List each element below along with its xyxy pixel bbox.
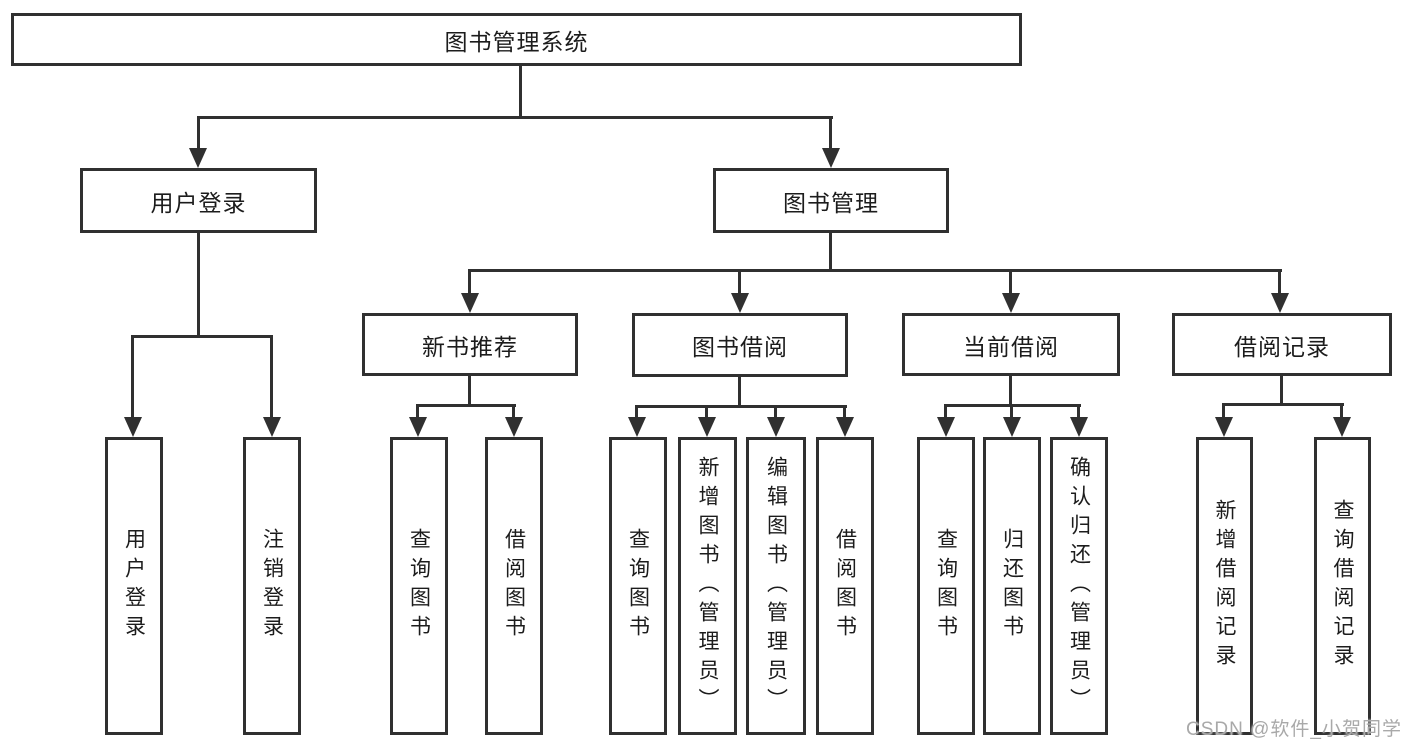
connector-userlogin-stem <box>197 233 200 337</box>
leaf-borrow-books: 借阅图书 <box>816 437 874 735</box>
node-label: 新增图书（管理员） <box>696 455 719 717</box>
connector-borrowrecords-stem <box>1280 376 1283 406</box>
arrow-down-icon <box>731 293 749 313</box>
connector-drop <box>512 404 515 419</box>
node-label: 确认归还（管理员） <box>1067 455 1091 717</box>
node-label: 借阅图书 <box>502 528 526 644</box>
node-current-borrow: 当前借阅 <box>902 313 1120 376</box>
arrow-down-icon <box>822 148 840 168</box>
node-user-login: 用户登录 <box>80 168 317 233</box>
node-label: 用户登录 <box>150 189 247 216</box>
node-new-book-recommend: 新书推荐 <box>362 313 578 376</box>
connector-userlogin-rail <box>131 335 273 338</box>
node-label: 归还图书 <box>1000 528 1024 644</box>
connector-drop <box>635 405 638 419</box>
connector-drop <box>1340 403 1343 419</box>
connector-drop-current-borrow <box>1009 269 1012 295</box>
arrow-down-icon <box>1003 417 1021 437</box>
connector-drop-book-mgmt <box>829 118 832 150</box>
leaf-add-borrow-record: 新增借阅记录 <box>1196 437 1253 735</box>
connector-newbooks-stem <box>468 376 471 407</box>
leaf-borrow-books-recommend: 借阅图书 <box>485 437 543 735</box>
connector-bookborrow-stem <box>738 377 741 408</box>
node-library-system: 图书管理系统 <box>11 13 1022 66</box>
leaf-user-login: 用户登录 <box>105 437 163 735</box>
leaf-query-books-recommend: 查询图书 <box>390 437 448 735</box>
node-label: 借阅图书 <box>833 528 857 644</box>
node-label: 图书管理系统 <box>444 28 589 55</box>
node-borrow-records: 借阅记录 <box>1172 313 1392 376</box>
connector-bookborrow-rail <box>635 405 847 408</box>
connector-drop-user-login <box>197 118 200 150</box>
leaf-query-books-current: 查询图书 <box>917 437 975 735</box>
connector-drop-borrow-records <box>1278 269 1281 295</box>
arrow-down-icon <box>836 417 854 437</box>
arrow-down-icon <box>1333 417 1351 437</box>
node-label: 新增借阅记录 <box>1213 499 1236 673</box>
connector-bookmgmt-rail <box>468 269 1282 272</box>
leaf-query-borrow-record: 查询借阅记录 <box>1314 437 1371 735</box>
arrow-down-icon <box>189 148 207 168</box>
node-label: 注销登录 <box>260 528 284 644</box>
node-label: 查询借阅记录 <box>1331 499 1354 673</box>
leaf-edit-books-admin: 编辑图书（管理员） <box>746 437 806 735</box>
connector-drop-leaf-login <box>131 335 134 419</box>
arrow-down-icon <box>461 293 479 313</box>
connector-drop <box>1010 404 1013 419</box>
arrow-down-icon <box>124 417 142 437</box>
leaf-add-books-admin: 新增图书（管理员） <box>678 437 737 735</box>
node-book-management: 图书管理 <box>713 168 949 233</box>
node-label: 当前借阅 <box>963 333 1059 360</box>
connector-drop-book-borrow <box>738 269 741 295</box>
connector-newbooks-rail <box>416 404 516 407</box>
connector-root-stem <box>519 66 522 118</box>
arrow-down-icon <box>698 417 716 437</box>
connector-root-rail <box>197 116 833 119</box>
node-label: 借阅记录 <box>1234 333 1330 360</box>
connector-currentborrow-stem <box>1009 376 1012 407</box>
node-book-borrow: 图书借阅 <box>632 313 848 377</box>
arrow-down-icon <box>767 417 785 437</box>
arrow-down-icon <box>1070 417 1088 437</box>
connector-borrowrecords-rail <box>1222 403 1344 406</box>
leaf-logout: 注销登录 <box>243 437 301 735</box>
arrow-down-icon <box>263 417 281 437</box>
node-label: 查询图书 <box>934 528 958 644</box>
node-label: 查询图书 <box>407 528 431 644</box>
node-label: 图书管理 <box>783 189 879 216</box>
leaf-return-books: 归还图书 <box>983 437 1041 735</box>
connector-drop <box>774 405 777 419</box>
node-label: 新书推荐 <box>422 333 518 360</box>
connector-drop <box>843 405 846 419</box>
watermark: CSDN @软件_小贺同学 <box>1186 719 1402 740</box>
connector-drop <box>944 404 947 419</box>
connector-drop <box>416 404 419 419</box>
node-label: 编辑图书（管理员） <box>764 455 788 717</box>
connector-drop <box>1077 404 1080 419</box>
node-label: 查询图书 <box>626 528 650 644</box>
arrow-down-icon <box>937 417 955 437</box>
arrow-down-icon <box>1002 293 1020 313</box>
arrow-down-icon <box>409 417 427 437</box>
node-label: 图书借阅 <box>692 334 788 360</box>
arrow-down-icon <box>628 417 646 437</box>
connector-bookmgmt-stem <box>829 233 832 272</box>
arrow-down-icon <box>505 417 523 437</box>
leaf-query-books-borrow: 查询图书 <box>609 437 667 735</box>
connector-drop-leaf-logout <box>270 335 273 419</box>
arrow-down-icon <box>1215 417 1233 437</box>
connector-drop <box>1222 403 1225 419</box>
connector-drop-new-books <box>468 269 471 295</box>
node-label: 用户登录 <box>122 528 146 644</box>
arrow-down-icon <box>1271 293 1289 313</box>
connector-drop <box>705 405 708 419</box>
leaf-confirm-return-admin: 确认归还（管理员） <box>1050 437 1108 735</box>
